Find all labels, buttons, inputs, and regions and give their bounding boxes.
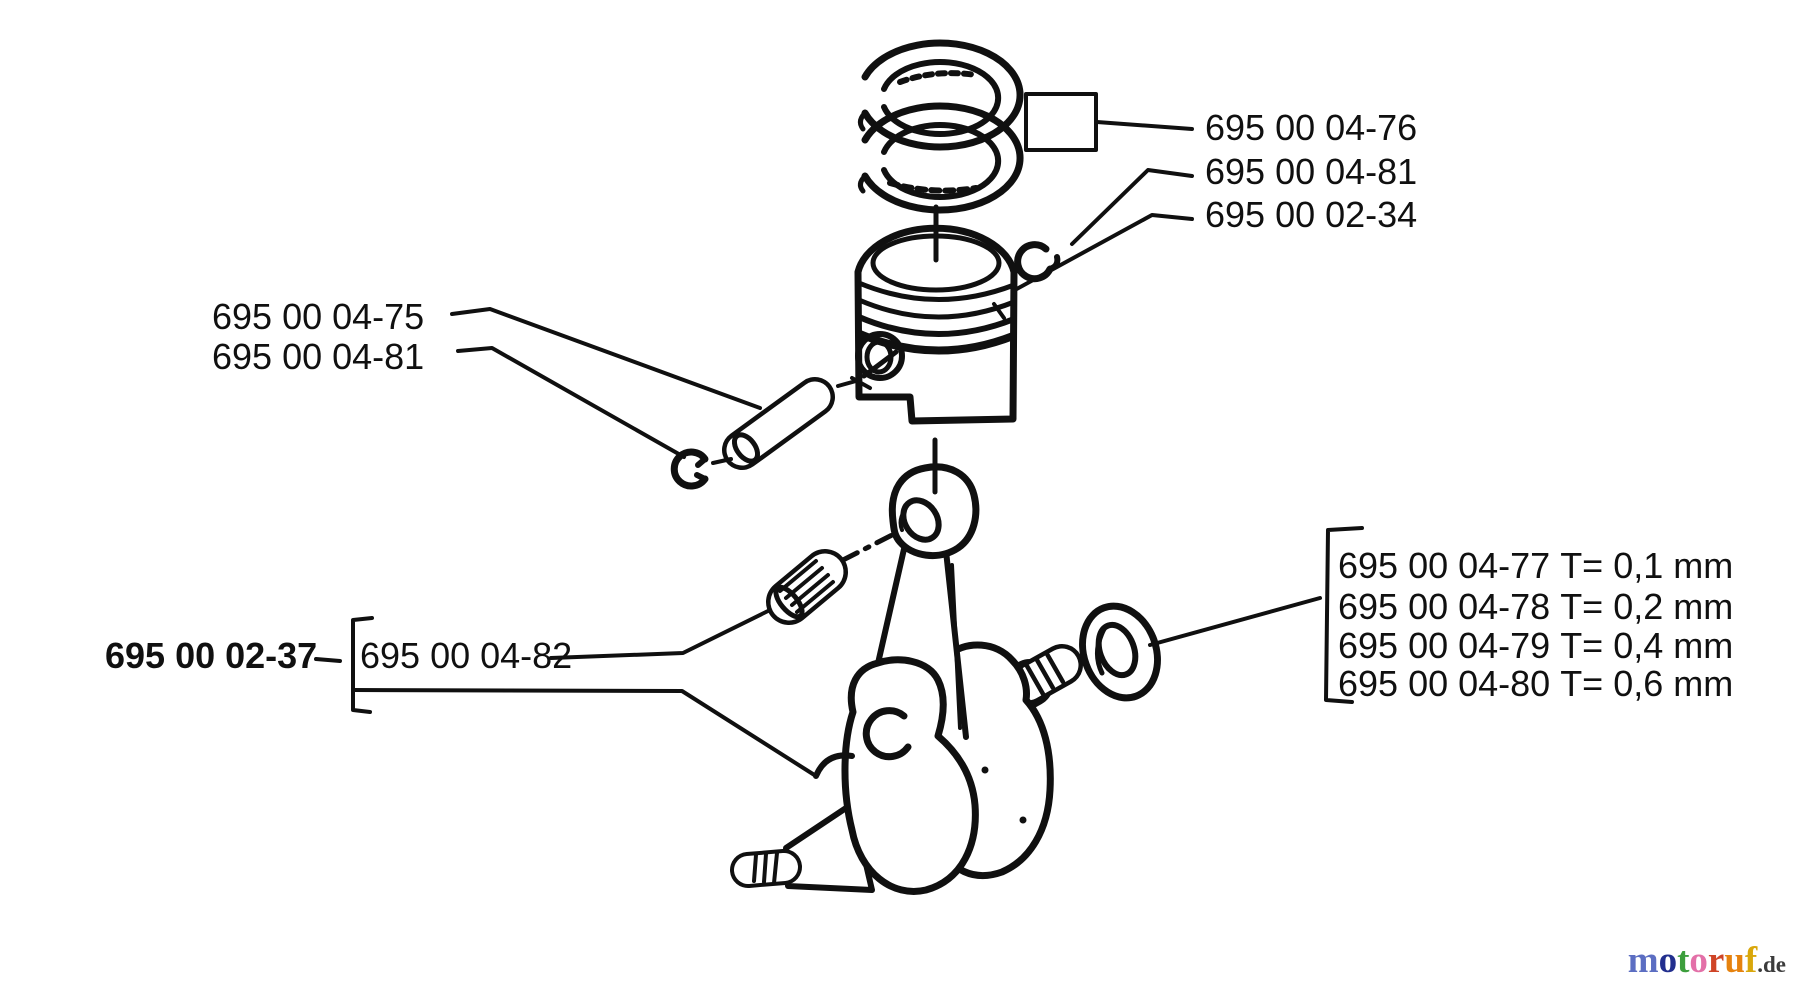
rod-beam-web-line: [950, 563, 962, 730]
label-rings: 695 00 04-76: [1205, 107, 1417, 148]
circlip-hook-a: [695, 456, 708, 468]
crank-label-group: [314, 608, 818, 778]
label-piston: 695 00 02-34: [1205, 194, 1417, 235]
callout-box: [1024, 92, 1098, 152]
pin-boss: [855, 331, 905, 381]
leader-line-bearing: [549, 608, 772, 660]
bearing-roller-1: [778, 559, 818, 593]
shim-bracket: [1324, 526, 1364, 704]
right-thread-ridge-3: [1044, 651, 1066, 685]
crank-pin-eye: [862, 707, 912, 761]
motoruf-logo-suffix[interactable]: .de: [1757, 952, 1786, 977]
ring-gap-hook-bottom: [857, 173, 868, 194]
shim-washer-drawing: [1079, 596, 1322, 702]
motoruf-logo[interactable]: motoruf.de: [1628, 942, 1786, 979]
washer-outer: [1079, 602, 1161, 702]
rod-small-end-notch: [898, 508, 907, 532]
group-bracket: [351, 616, 374, 714]
washer-inner: [1095, 621, 1139, 679]
ring-gap-hook-top: [857, 110, 868, 132]
ring-top-outer: [861, 39, 1024, 151]
groove-pin-tick: [992, 302, 1006, 320]
leader-line-washer: [1148, 596, 1322, 647]
pin-end-bore: [731, 432, 761, 464]
pin-boss-slash: [861, 349, 899, 379]
left-thread-ridge-2: [762, 852, 768, 884]
right-thread-ridge-2: [1034, 657, 1056, 691]
label-crank-assembly: 695 00 02-37: [105, 635, 317, 676]
circlip-arc: [670, 448, 709, 490]
ring-bottom-outer: [861, 102, 1024, 214]
right-circlip-drawing: [1014, 241, 1061, 283]
pin-align-tick: [836, 379, 858, 388]
part-number-labels: 695 00 04-76 695 00 04-81 695 00 02-34 6…: [105, 107, 1733, 704]
left-thread-ridge-3: [752, 853, 758, 883]
rod-small-end-bore: [900, 497, 942, 543]
crankshaft-drawing: [730, 437, 1083, 895]
washer-inner-shade: [1095, 626, 1107, 676]
leader-line-circlip-right: [1070, 168, 1194, 246]
circlip-hook-b: [694, 472, 708, 482]
piston-drawing: [836, 204, 1018, 425]
ring-callout-box: [1024, 92, 1194, 152]
ring-top-marking: [897, 70, 979, 85]
leader-line-crankshaft: [351, 688, 818, 778]
ring-groove-1: [856, 280, 1017, 302]
journal-bump: [813, 752, 855, 779]
left-circlip-drawing: [670, 448, 709, 490]
leader-line-circlip-left: [456, 346, 686, 459]
pin-groove-tick: [711, 457, 733, 465]
lobe-dot-1: [981, 766, 989, 774]
piston-pin-drawing: [711, 377, 835, 470]
leader-line-piston: [1011, 213, 1194, 293]
label-circlip-left: 695 00 04-81: [212, 336, 424, 377]
label-circlip-right: 695 00 04-81: [1205, 151, 1417, 192]
leader-line-piston-pin: [450, 307, 762, 410]
bearing-end-cap: [773, 584, 805, 620]
left-thread-ridge-1: [772, 851, 779, 885]
right-thread-ridge-1: [1024, 663, 1046, 697]
label-piston-pin: 695 00 04-75: [212, 296, 424, 337]
lobe-dot-2: [1019, 816, 1027, 824]
top-right-leaders: [1011, 168, 1194, 293]
ring-bottom-inner: [881, 122, 1002, 200]
leader-line-rings: [1095, 120, 1194, 131]
ring-groove-3: [856, 314, 1017, 337]
left-leaders: [450, 307, 762, 459]
label-dash: [314, 657, 342, 663]
ring-bottom-marking: [887, 180, 979, 194]
needle-bearing-drawing: [766, 549, 848, 625]
motoruf-logo-text[interactable]: motoruf: [1627, 940, 1758, 981]
piston-rings-drawing: [857, 39, 1024, 214]
label-bearing: 695 00 04-82: [360, 635, 572, 676]
